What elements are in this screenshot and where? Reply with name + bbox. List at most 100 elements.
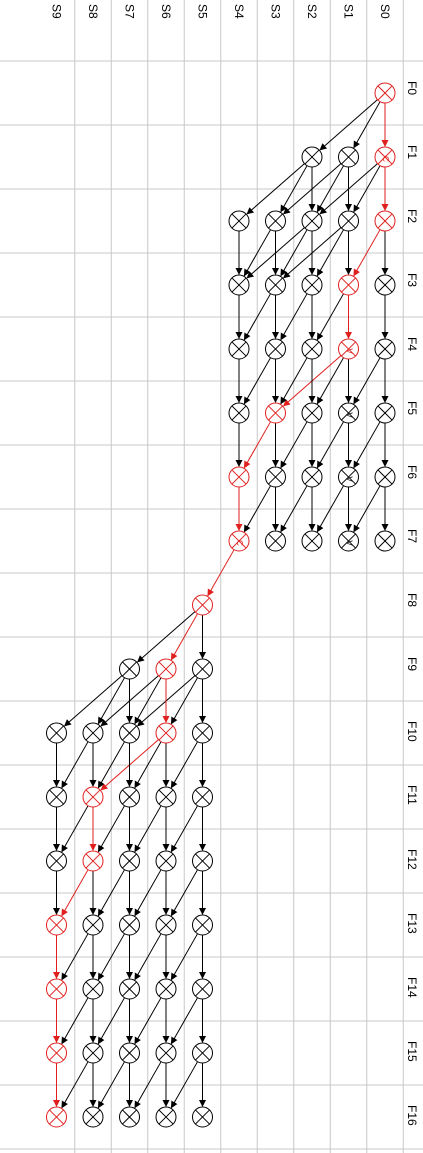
highlight-node [228, 466, 250, 488]
node: V [338, 466, 359, 488]
edge [170, 933, 198, 981]
node [192, 1042, 213, 1064]
axis-labels: S0S1S2S3S4S5S6S7S8S9F0F1F2F3F4F5F6F7F8F9… [50, 4, 420, 1126]
node [301, 274, 323, 296]
cross-stroke [231, 469, 247, 485]
cross-stroke [195, 853, 210, 869]
node [119, 1106, 140, 1128]
node [192, 850, 213, 872]
node [119, 978, 140, 1000]
highlight-node [82, 850, 104, 872]
node [192, 978, 213, 1000]
row-label: F1 [405, 145, 419, 159]
edge [61, 1061, 89, 1109]
cross-stroke [195, 725, 210, 741]
highlight-edge [207, 549, 235, 597]
edge [319, 99, 378, 151]
cross-stroke [85, 1045, 101, 1061]
node [338, 210, 359, 232]
edge [316, 165, 344, 213]
node [46, 722, 67, 744]
cross-stroke [158, 789, 174, 805]
row-label: F8 [405, 593, 419, 607]
node [374, 466, 396, 488]
row-label: F0 [405, 81, 419, 95]
node [82, 978, 104, 1000]
node [155, 914, 177, 936]
node [228, 210, 250, 232]
node [82, 914, 104, 936]
highlight-node [374, 210, 396, 232]
node [265, 530, 286, 552]
edge [97, 677, 125, 725]
edge [353, 101, 381, 149]
edge [280, 229, 308, 277]
highlight-node [192, 594, 213, 616]
edge [170, 997, 198, 1045]
column-label: S9 [50, 4, 64, 19]
cross-stroke [268, 213, 283, 229]
highlight-node [82, 786, 104, 808]
edge [316, 421, 344, 469]
node [265, 274, 286, 296]
edge [280, 293, 308, 341]
edge [243, 357, 271, 405]
cross-stroke [341, 277, 356, 293]
edge [280, 421, 308, 469]
row-label: F5 [405, 401, 419, 415]
node [374, 274, 396, 296]
edge [353, 485, 381, 533]
edge [170, 805, 198, 853]
edge [316, 229, 344, 277]
node [228, 274, 250, 296]
highlight-node [155, 722, 177, 744]
node [301, 146, 323, 168]
edge [353, 421, 381, 469]
cross-stroke [341, 469, 356, 485]
node-tag: V [345, 476, 354, 482]
node [119, 1042, 140, 1064]
edge [170, 869, 198, 917]
cross-stroke [268, 341, 283, 357]
cross-stroke [195, 597, 210, 613]
cross-stroke [122, 981, 137, 997]
cross-stroke [158, 981, 174, 997]
edge [170, 741, 198, 789]
cross-stroke [122, 917, 137, 933]
row-label: F14 [405, 977, 419, 998]
edge [246, 163, 305, 215]
edge [61, 933, 89, 981]
node [155, 850, 177, 872]
cross-stroke [49, 789, 64, 805]
column-label: S5 [196, 4, 210, 19]
node [155, 1106, 177, 1128]
node: V [338, 402, 359, 424]
cross-stroke [304, 469, 320, 485]
cross-stroke [341, 341, 356, 357]
node [82, 1106, 104, 1128]
edge [280, 485, 308, 533]
edge [97, 869, 125, 917]
row-label: F11 [405, 785, 419, 805]
row-label: F12 [405, 849, 419, 870]
node-tag: V [345, 540, 354, 546]
cross-stroke [341, 149, 356, 165]
highlight-edge [353, 229, 381, 277]
cross-stroke [195, 1109, 210, 1125]
column-label: S4 [232, 4, 246, 19]
cross-stroke [49, 853, 64, 869]
cross-stroke [231, 405, 247, 421]
node [119, 914, 140, 936]
row-label: F16 [405, 1105, 419, 1126]
edge [353, 165, 381, 213]
cross-stroke [85, 853, 101, 869]
node [155, 1042, 177, 1064]
cross-stroke [158, 853, 174, 869]
highlight-node [338, 274, 359, 296]
node-tag: C [381, 156, 390, 162]
edge [97, 805, 125, 853]
cross-stroke [341, 533, 356, 549]
cross-stroke [195, 661, 210, 677]
highlight-node [46, 1106, 67, 1128]
